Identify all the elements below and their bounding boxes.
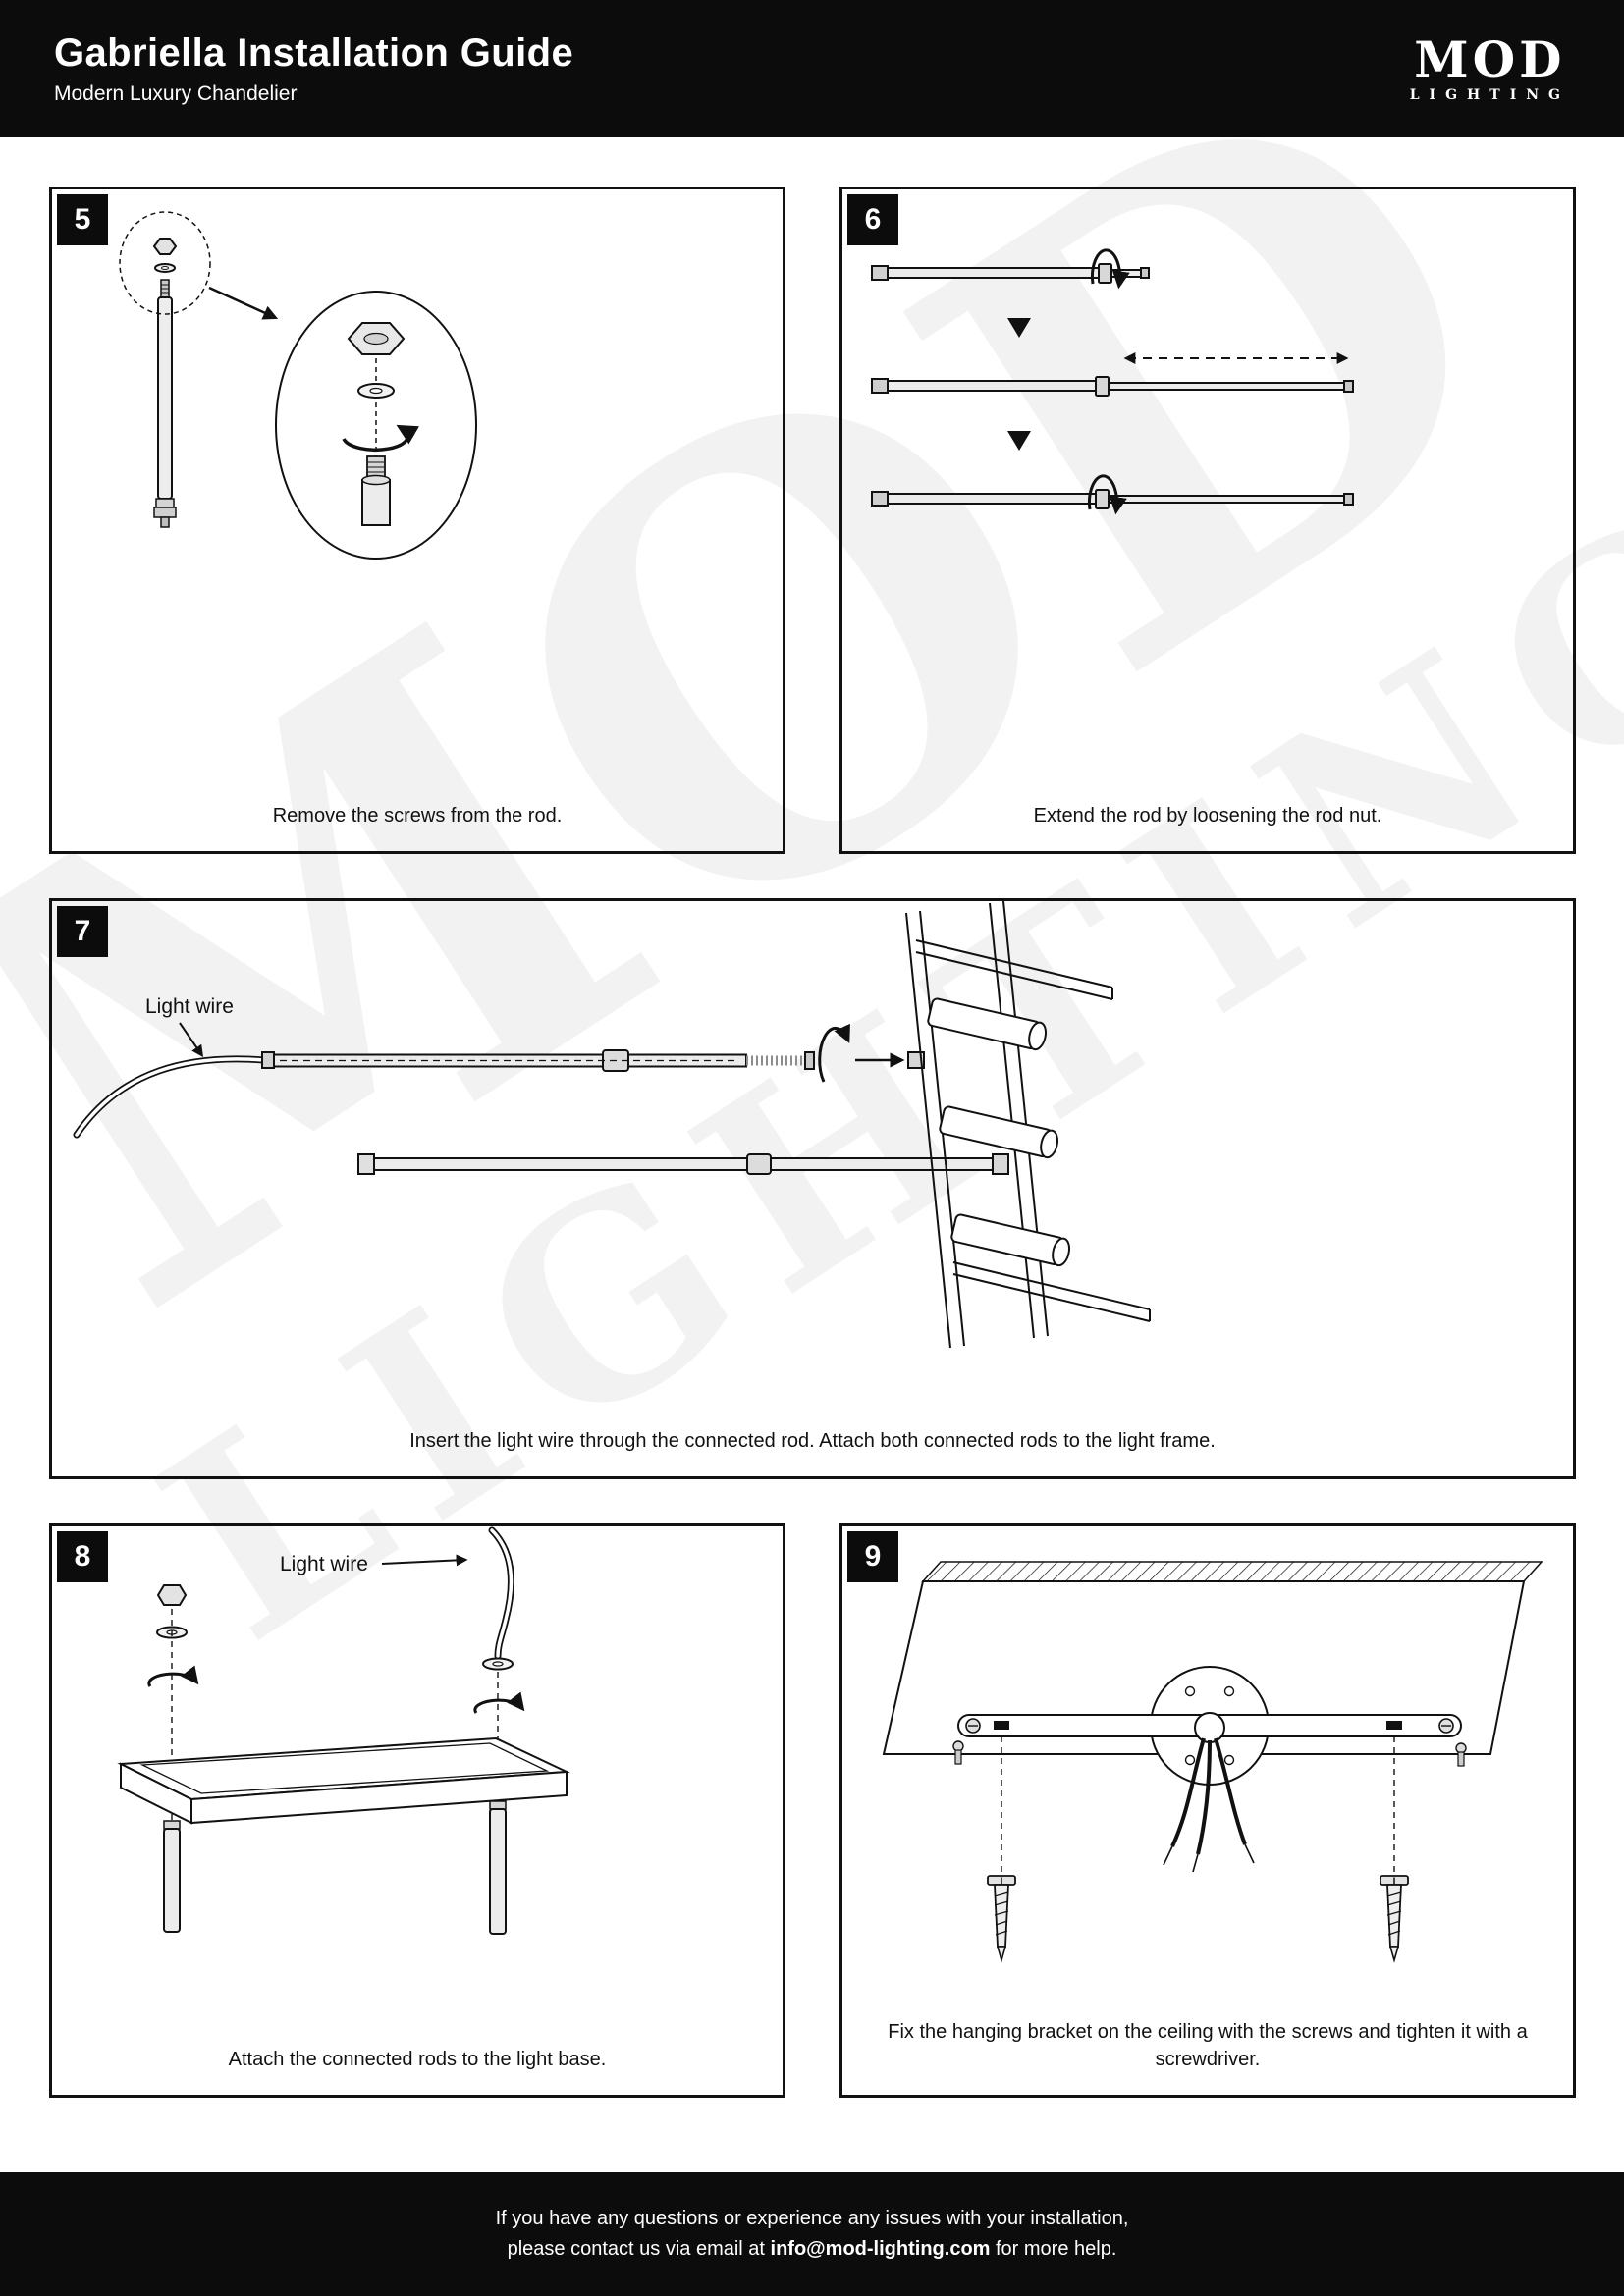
light-wire	[73, 1055, 268, 1139]
step-6-number: 6	[847, 194, 898, 245]
rod-nut-icon	[1095, 489, 1110, 509]
logo-lighting-text: LIGHTING	[1409, 86, 1570, 103]
rod-nut-icon	[1095, 376, 1110, 397]
hex-nut-icon	[156, 1584, 188, 1606]
rotation-arrow	[1091, 248, 1130, 290]
step-8-number: 8	[57, 1531, 108, 1582]
step-6-diagram	[871, 248, 1354, 515]
logo-mod-text: MOD	[1414, 29, 1566, 88]
rotation-arrow	[1088, 474, 1127, 515]
step-6-panel: 6	[839, 187, 1576, 854]
page-subtitle: Modern Luxury Chandelier	[54, 82, 298, 105]
light-base	[117, 1736, 570, 1825]
rotation-arrow	[147, 1665, 199, 1687]
footer-line1: If you have any questions or experience …	[495, 2208, 1129, 2229]
rod-connector	[746, 1153, 772, 1175]
step-7-panel: 7 Light wire	[49, 898, 1576, 1479]
step-8-caption: Attach the connected rods to the light b…	[228, 2049, 607, 2070]
page-title: Gabriella Installation Guide	[54, 31, 574, 75]
rotation-arrow	[342, 424, 419, 452]
label-arrow	[381, 1554, 468, 1567]
connected-rod-lower	[357, 1153, 1009, 1175]
footer: If you have any questions or experience …	[0, 2172, 1624, 2296]
label-arrow	[179, 1022, 204, 1057]
rod-extending	[871, 376, 1354, 397]
light-wire-label: Light wire	[145, 995, 234, 1018]
down-arrow-icon	[1007, 318, 1031, 338]
connected-rod-right	[489, 1800, 507, 1935]
screw-icon	[987, 1875, 1016, 1963]
frame-cylinder	[927, 997, 1047, 1051]
step-5-diagram	[119, 211, 477, 560]
footer-line2-suffix: for more help.	[990, 2238, 1117, 2260]
rod-top	[361, 479, 391, 526]
side-bolt-icon	[952, 1740, 964, 1765]
rod-body	[157, 296, 173, 500]
connected-rod-left	[163, 1820, 181, 1933]
light-wire	[488, 1526, 514, 1660]
step-7-number: 7	[57, 906, 108, 957]
down-arrow-icon	[1007, 431, 1031, 451]
step-5-number: 5	[57, 194, 108, 245]
light-frame	[905, 901, 1151, 1349]
step-7-caption: Insert the light wire through the connec…	[409, 1430, 1216, 1452]
callout-arrow	[208, 286, 279, 320]
step-8-panel: 8 Light wire	[49, 1523, 785, 2098]
rod-collapsed	[871, 263, 1150, 284]
contact-email[interactable]: info@mod-lighting.com	[770, 2238, 991, 2260]
step-9-number: 9	[847, 1531, 898, 1582]
footer-line2-prefix: please contact us via email at	[507, 2238, 771, 2260]
step-5-caption: Remove the screws from the rod.	[272, 805, 563, 827]
bracket-slot	[994, 1721, 1009, 1730]
frame-cylinder	[939, 1105, 1058, 1159]
rotation-arrow	[473, 1691, 525, 1714]
step-6-caption: Extend the rod by loosening the rod nut.	[1033, 805, 1382, 827]
ceiling-wires	[1163, 1737, 1255, 1873]
step-7-diagram: Light wire	[73, 901, 1151, 1349]
detail-callout-circle	[119, 211, 211, 315]
nut-icon	[152, 238, 178, 255]
step-9-diagram	[882, 1561, 1543, 1963]
frame-cylinder	[950, 1213, 1070, 1267]
hanging-bracket	[952, 1666, 1467, 1786]
magnified-view	[275, 291, 477, 560]
rod-nut-icon	[1098, 263, 1112, 284]
step-9-caption: Fix the hanging bracket on the ceiling w…	[888, 2021, 1528, 2070]
step-8-diagram: Light wire	[117, 1526, 570, 1935]
header: Gabriella Installation Guide Modern Luxu…	[0, 0, 1624, 137]
rod	[152, 238, 178, 528]
frame-socket	[992, 1153, 1009, 1175]
right-fastener-stack	[473, 1657, 525, 1801]
footer-line2: please contact us via email at info@mod-…	[508, 2234, 1117, 2265]
header-titles: Gabriella Installation Guide Modern Luxu…	[54, 31, 573, 106]
light-wire-label: Light wire	[280, 1553, 368, 1575]
mod-lighting-logo: MOD LIGHTING	[1409, 29, 1570, 103]
wire-hole	[1194, 1712, 1225, 1743]
step-5-panel: 5	[49, 187, 785, 854]
rotation-arrow	[818, 1023, 850, 1083]
bracket-slot	[1386, 1721, 1402, 1730]
side-bolt-icon	[1455, 1742, 1467, 1767]
screw-icon	[1380, 1875, 1409, 1963]
step-9-panel: 9	[839, 1523, 1576, 2098]
rod-extended	[871, 489, 1354, 509]
